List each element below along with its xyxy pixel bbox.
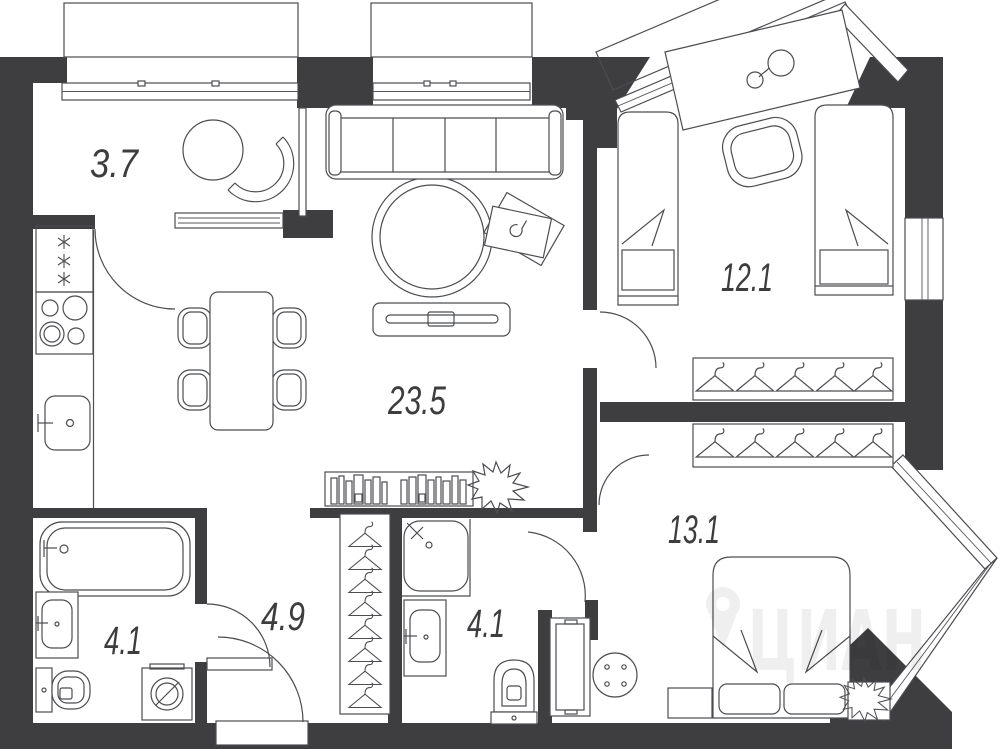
washing-machine bbox=[141, 663, 193, 721]
wall-bath-right-lower bbox=[195, 662, 207, 723]
balcony-outline-loggia bbox=[63, 2, 299, 58]
balcony-outline-living bbox=[370, 2, 533, 58]
wall-pier-diagonal bbox=[532, 57, 650, 120]
master-bedroom bbox=[549, 423, 894, 722]
nightstand-left bbox=[667, 687, 713, 719]
kitchen bbox=[35, 225, 95, 508]
cabinet bbox=[549, 617, 591, 717]
wall-pier-top bbox=[297, 57, 373, 108]
desk-chair bbox=[721, 116, 803, 188]
shower-tray bbox=[403, 520, 469, 592]
round-rug bbox=[371, 176, 493, 298]
wall-right-mid bbox=[905, 300, 943, 470]
room-loggia bbox=[182, 119, 295, 203]
bookshelf bbox=[324, 471, 474, 507]
bathroom bbox=[35, 521, 193, 721]
door-arc-entrance bbox=[217, 636, 304, 723]
wall-bath-right-upper bbox=[195, 518, 207, 604]
walls bbox=[0, 57, 952, 749]
wall-living-kids-top bbox=[583, 98, 617, 148]
pillow bbox=[718, 683, 781, 715]
double-bed bbox=[712, 556, 851, 719]
dining-table bbox=[209, 291, 274, 431]
balcony-outline-diagonal bbox=[595, 0, 826, 91]
wall-top-left-stub bbox=[0, 57, 67, 83]
wall-living-vestibule bbox=[583, 368, 597, 532]
round-table bbox=[182, 119, 244, 181]
stove bbox=[35, 291, 94, 355]
wall-living-bottom bbox=[310, 508, 597, 518]
shower-room bbox=[402, 519, 538, 725]
room-label-loggia: 3.7 bbox=[90, 142, 140, 186]
door-arc-shower-room bbox=[527, 531, 586, 603]
freezer-icon bbox=[57, 234, 71, 287]
hallway bbox=[339, 513, 391, 715]
magazine-stack bbox=[483, 191, 565, 267]
wall-loggia-bottom bbox=[33, 215, 95, 229]
tv-bench bbox=[372, 302, 511, 337]
room-label-kids: 12.1 bbox=[721, 256, 773, 300]
wall-bottom bbox=[0, 723, 952, 749]
wall-loggia-corner bbox=[283, 210, 333, 238]
living-room bbox=[177, 104, 565, 514]
wall-bedrooms-divider bbox=[600, 402, 905, 422]
room-label-hallway: 4.9 bbox=[261, 595, 305, 639]
room-labels: 3.7 23.5 12.1 13.1 4.9 4.1 4.1 bbox=[90, 142, 773, 663]
watermark-pin-icon bbox=[706, 587, 740, 650]
desk-lamp bbox=[746, 49, 795, 89]
wardrobe-kids bbox=[692, 357, 894, 401]
bathtub bbox=[39, 521, 191, 597]
wall-hall-shower bbox=[388, 514, 402, 723]
plant bbox=[467, 461, 529, 514]
desk bbox=[664, 9, 861, 131]
door-arc-bathroom bbox=[206, 603, 271, 668]
toilet-2 bbox=[490, 659, 538, 725]
dining-set bbox=[177, 291, 307, 431]
watermark-text: ЦИАН bbox=[748, 592, 926, 690]
door-arc-loggia bbox=[94, 228, 176, 310]
wall-left bbox=[0, 57, 33, 749]
lounge-chair bbox=[227, 136, 295, 203]
wall-living-kids bbox=[583, 146, 597, 310]
room-label-bathroom: 4.1 bbox=[104, 619, 142, 663]
glass-partition bbox=[298, 107, 307, 217]
sliding-panel-loggia bbox=[174, 212, 284, 229]
room-label-master: 13.1 bbox=[668, 508, 720, 552]
wall-shower-bedroom bbox=[538, 610, 552, 723]
wall-bath-top bbox=[33, 508, 207, 518]
room-label-living: 23.5 bbox=[387, 379, 446, 423]
single-bed-right bbox=[814, 104, 894, 296]
window-kids-room bbox=[904, 217, 944, 301]
watermark: ЦИАН bbox=[706, 587, 926, 690]
bathroom-sink bbox=[35, 591, 79, 659]
wall-corner-top-right bbox=[846, 57, 943, 218]
sofa bbox=[325, 104, 564, 180]
wardrobe-master bbox=[692, 423, 894, 468]
doors bbox=[94, 212, 657, 746]
kids-room bbox=[617, 9, 894, 401]
door-arc-master-bedroom bbox=[598, 454, 650, 506]
kitchen-sink bbox=[37, 395, 91, 451]
shower-sink bbox=[403, 599, 447, 677]
entrance-door bbox=[215, 720, 309, 746]
door-arc-kids-room bbox=[599, 311, 657, 369]
toilet bbox=[35, 667, 91, 713]
pouf bbox=[592, 652, 638, 698]
single-bed-left bbox=[617, 111, 679, 306]
door-leaf-bathroom bbox=[206, 657, 273, 671]
room-label-shower: 4.1 bbox=[467, 602, 505, 646]
